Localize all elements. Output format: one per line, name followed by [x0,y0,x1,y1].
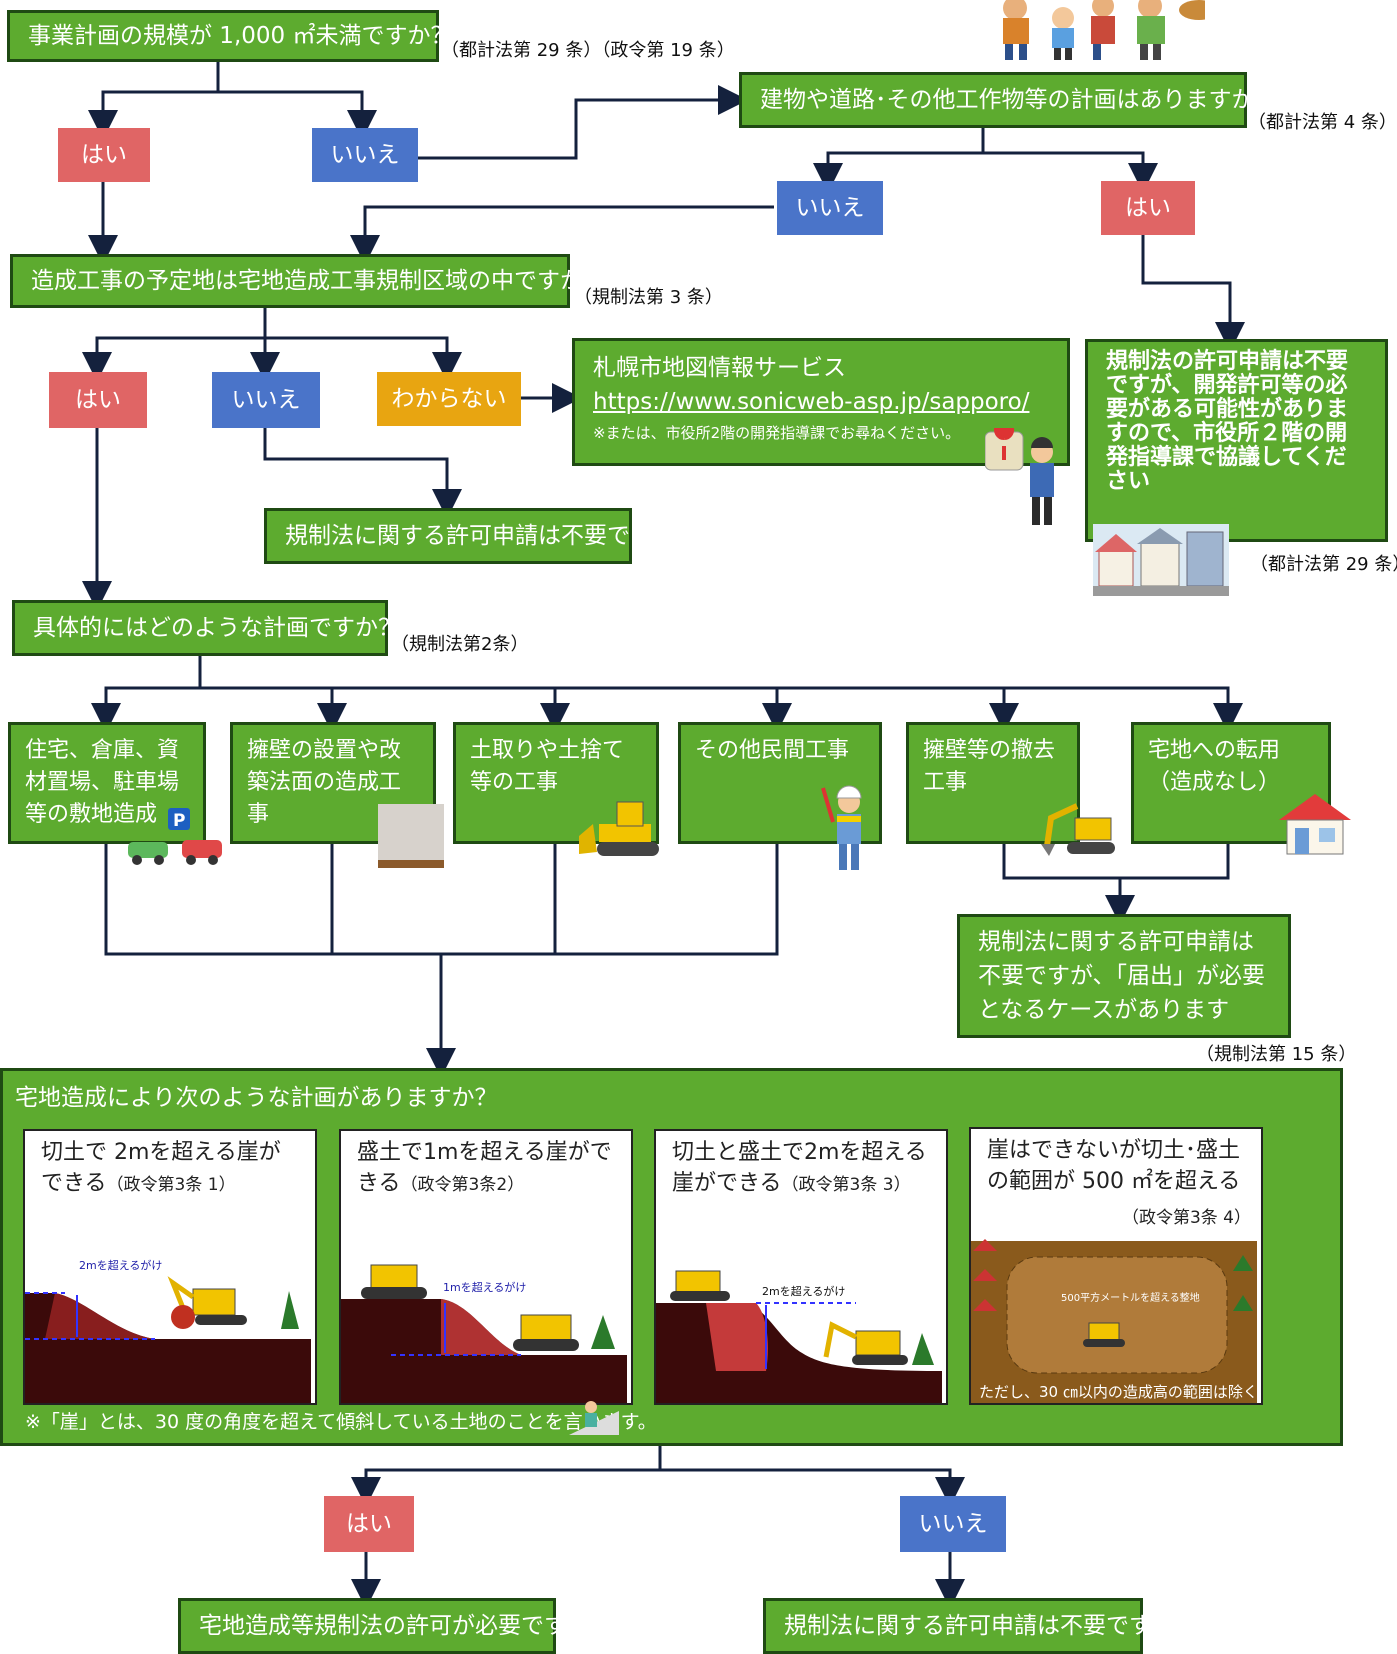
case-cut-fill-2m: 切土と盛土で2mを超える崖ができる（政令第3条 3） 2mを超えるがけ [654,1129,948,1405]
excavator-icon [1037,798,1119,858]
category-earth-removal-label: 土取りや土捨て等の工事 [470,738,625,795]
q5-no-label: いいえ [900,1496,1006,1552]
case-area-500-footnote: ただし、30 ㎝以内の造成高の範囲は除く [979,1383,1257,1401]
result-no-permit-text: 規制法に関する許可申請は不要です [784,1613,1152,1639]
q2-no-label: いいえ [777,181,883,235]
people-illustration [985,0,1219,62]
svg-text:P: P [173,811,185,831]
q3-unknown-label: わからない [377,372,521,426]
q2-yes-label: はい [1101,181,1195,235]
case-fill-1m-figure: 1mを超えるがけ [341,1264,627,1403]
case-fill-1m: 盛土で1mを超える崖ができる（政令第3条2） 1mを超えるがけ [339,1129,633,1405]
q2-question-box: 建物や道路･その他工作物等の計画はありますか？ [739,72,1278,128]
result-no-permit-box: 規制法に関する許可申請は不要です [763,1598,1152,1654]
house-icon [1277,790,1353,858]
map-service-note: ※または、市役所2階の開発指導課でお尋ねください。 [593,424,961,442]
q5-cliff-note: ※「崖」とは、30 度の角度を超えて傾斜している土地のことを言います。 [25,1411,657,1433]
case-cut-fill-2m-text: 切土と盛土で2mを超える崖ができる [672,1140,927,1196]
q3-question-box: 造成工事の予定地は宅地造成工事規制区域の中ですか？ [10,254,606,308]
development-permit-box: 規制法の許可申請は不要ですが、開発許可等の必要がある可能性がありますので、市役所… [1085,339,1388,542]
result-permit-required-text: 宅地造成等規制法の許可が必要です [199,1613,567,1639]
q1-question-text: 事業計画の規模が 1,000 ㎡未満ですか？ [28,23,454,49]
map-service-box: 札幌市地図情報サービス https://www.sonicweb-asp.jp/… [572,338,1070,466]
case-cut-2m: 切土で 2mを超える崖ができる（政令第3条 1） 2mを超えるがけ [23,1129,317,1405]
q2-reference: （都計法第 4 条） [1248,112,1397,133]
q5-question-text: 宅地造成により次のような計画がありますか？ [15,1085,498,1111]
q4-reference: （規制法第2条） [391,634,529,655]
category-other-private-label: その他民間工事 [695,738,850,763]
q3-reference: （規制法第 3 条） [574,287,723,308]
q5-yes-label: はい [324,1496,414,1552]
map-service-link[interactable]: https://www.sonicweb-asp.jp/sapporo/ [593,389,1030,415]
category-earth-removal: 土取りや土捨て等の工事 [453,722,659,844]
map-pin-person-illustration [984,420,1065,528]
case-cut-fill-2m-figure-label: 2mを超えるがけ [762,1284,845,1298]
q5-question-panel: 宅地造成により次のような計画がありますか？ 切土で 2mを超える崖ができる（政令… [0,1068,1343,1446]
case-area-500-text: 崖はできないが切土･盛土の範囲が 500 ㎡を超える [987,1138,1241,1194]
category-retaining-wall-label: 擁壁の設置や改築法面の造成工事 [247,738,402,827]
case-area-500-figure: 500平方メートルを超える整地 ただし、30 ㎝以内の造成高の範囲は除く [971,1239,1257,1403]
case-cut-2m-text: 切土で 2mを超える崖ができる [41,1140,281,1196]
case-cut-fill-2m-ref: （政令第3条 3） [781,1175,911,1195]
case-fill-1m-ref: （政令第3条2） [400,1175,525,1195]
q1-question-box: 事業計画の規模が 1,000 ㎡未満ですか？ [7,10,453,62]
case-cut-2m-figure-label: 2mを超えるがけ [79,1258,162,1272]
houses-illustration [1093,524,1229,596]
development-permit-reference: （都計法第 29 条） [1250,554,1397,575]
parking-cars-illustration: P [128,808,224,866]
category-land-conversion-label: 宅地への転用（造成なし） [1148,738,1281,795]
q2-question-text: 建物や道路･その他工作物等の計画はありますか？ [760,87,1278,113]
case-fill-1m-figure-label: 1mを超えるがけ [443,1280,526,1294]
no-permit-text-1: 規制法に関する許可申請は不要です [285,523,653,549]
category-wall-demolition-label: 擁壁等の撤去工事 [923,738,1056,795]
slope-person-icon [569,1401,619,1435]
case-cut-2m-figure: 2mを超えるがけ [25,1258,311,1403]
q4-question-box: 具体的にはどのような計画ですか？ [12,600,401,656]
q1-no-label: いいえ [312,128,418,182]
result-permit-required-box: 宅地造成等規制法の許可が必要です [178,1598,567,1654]
worker-icon [815,782,873,874]
case-cut-fill-2m-figure: 2mを超えるがけ [656,1270,942,1403]
case-area-500-ref: （政令第3条 4） [1121,1208,1251,1228]
map-service-title: 札幌市地図情報サービス [593,355,846,381]
case-cut-2m-ref: （政令第3条 1） [106,1175,236,1195]
q1-reference: （都計法第 29 条）（政令第 19 条） [441,40,735,61]
notice-required-box: 規制法に関する許可申請は不要ですが、「届出」が必要となるケースがあります [957,914,1291,1038]
category-residential-label: 住宅、倉庫、資材置場、駐車場等の敷地造成 [25,738,180,827]
development-permit-text: 規制法の許可申請は不要ですが、開発許可等の必要がある可能性がありますので、市役所… [1106,349,1349,494]
q3-yes-label: はい [49,372,147,428]
q1-yes-label: はい [58,128,150,182]
case-fill-1m-text: 盛土で1mを超える崖ができる [357,1140,612,1196]
q3-question-text: 造成工事の予定地は宅地造成工事規制区域の中ですか？ [31,268,606,294]
notice-required-text: 規制法に関する許可申請は不要ですが、「届出」が必要となるケースがあります [978,929,1266,1023]
q3-no-label: いいえ [212,372,320,428]
q4-question-text: 具体的にはどのような計画ですか？ [33,615,401,641]
retaining-wall-illustration [378,804,444,868]
case-area-500-figure-label: 500平方メートルを超える整地 [1061,1291,1200,1304]
notice-required-reference: （規制法第 15 条） [1196,1044,1357,1065]
no-permit-box-1: 規制法に関する許可申請は不要です [264,508,653,564]
case-area-500: 崖はできないが切土･盛土の範囲が 500 ㎡を超える （政令第3条 4） 500… [969,1127,1263,1405]
bulldozer-icon [577,796,665,860]
